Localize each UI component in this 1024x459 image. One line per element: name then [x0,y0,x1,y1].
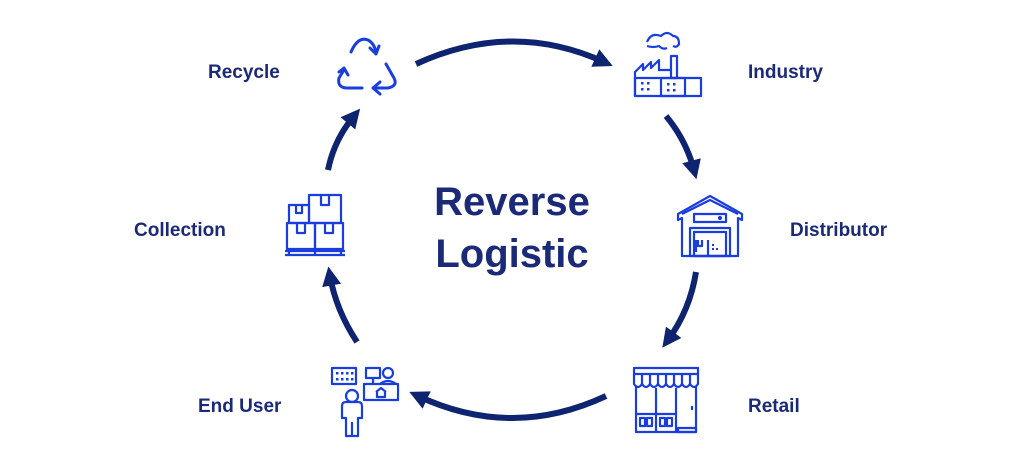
arrow-retail-to-end-user [409,391,608,421]
node-label-industry: Industry [748,62,823,83]
node-label-recycle: Recycle [208,62,280,83]
stacked-boxes-icon [285,193,347,257]
arrow-distributor-to-retail [662,271,699,348]
node-label-end-user: End User [198,396,282,417]
node-label-retail: Retail [748,396,800,417]
customer-counter-icon [330,366,402,438]
arrow-recycle-to-industry [414,38,613,67]
warehouse-icon [676,192,744,258]
storefront-icon [632,366,700,436]
title-line-2: Logistic [435,232,589,276]
factory-icon [633,30,703,98]
arrow-collection-to-recycle [325,108,361,171]
arrow-end-user-to-collection [322,266,360,344]
node-label-collection: Collection [134,220,226,241]
diagram-title: Reverse Logistic [400,176,624,280]
arrow-industry-to-distributor [663,114,701,180]
recycle-icon [330,30,402,96]
title-line-1: Reverse [434,180,590,224]
node-label-distributor: Distributor [790,220,888,241]
